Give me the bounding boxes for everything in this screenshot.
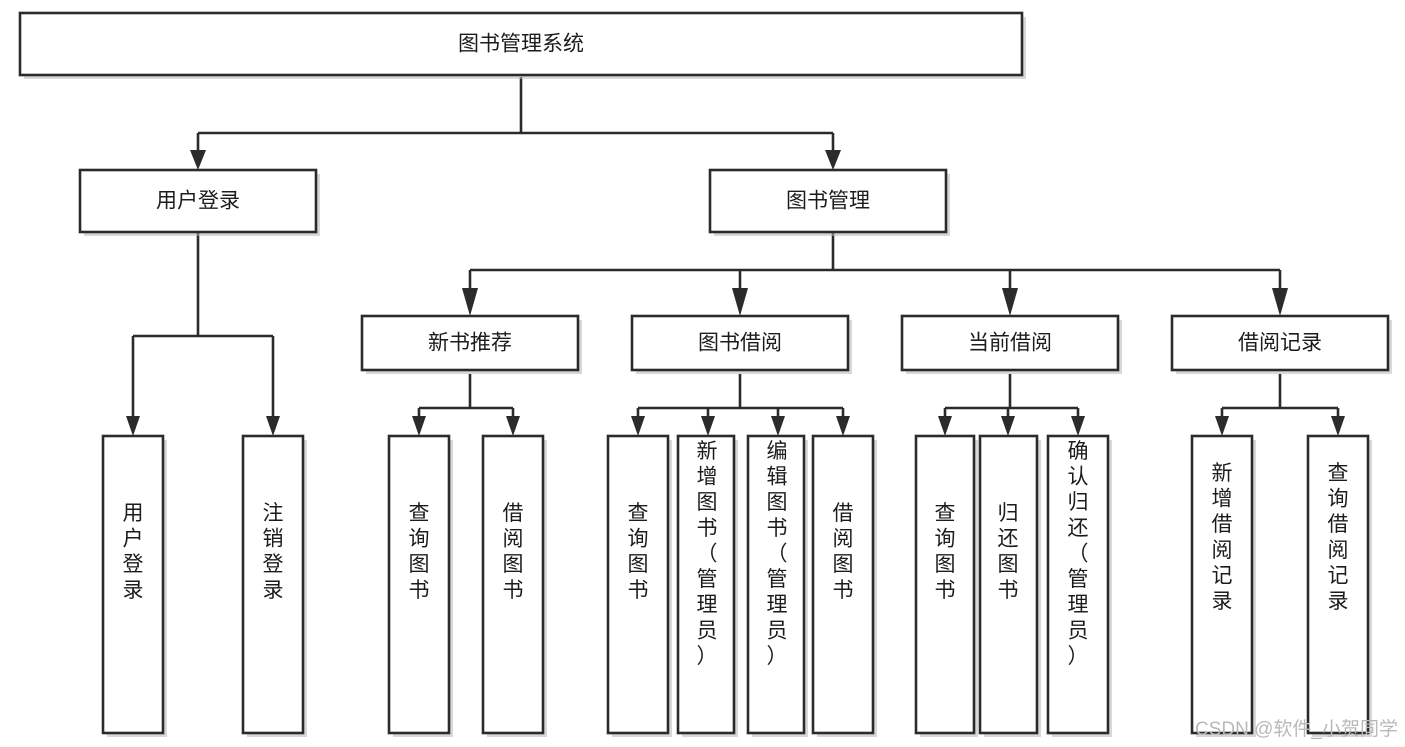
arrow-head-leaf-query-record (1331, 416, 1345, 436)
node-user-login[interactable]: 用户登录 (78, 168, 320, 236)
node-leaf-edit-book-box[interactable] (746, 434, 806, 735)
watermark: CSDN @软件_小贺同学 (1195, 718, 1398, 740)
node-leaf-borrow-book-1-box[interactable] (481, 434, 545, 735)
node-leaf-query-book-1-box[interactable] (387, 434, 451, 735)
node-leaf-return-book-box[interactable] (978, 434, 1039, 735)
node-book-manage[interactable]: 图书管理 (708, 168, 950, 236)
connector-group-root (190, 77, 841, 170)
node-leaf-user-login[interactable]: 用户登录 (101, 434, 167, 737)
arrow-head-new-book-rec (462, 288, 478, 316)
node-leaf-user-logout[interactable]: 注销登录 (241, 434, 307, 737)
arrow-head-leaf-user-logout (266, 416, 280, 436)
node-leaf-confirm-return-box[interactable] (1046, 434, 1110, 735)
node-leaf-borrow-book-1-label: 借阅图书 (503, 502, 524, 602)
arrow-head-user-login (190, 150, 206, 170)
node-leaf-user-login-label: 用户登录 (123, 502, 144, 602)
node-borrow-record-box[interactable] (1170, 314, 1390, 372)
arrow-head-borrow-record (1272, 288, 1288, 316)
node-leaf-return-book-label: 归还图书 (998, 502, 1019, 602)
node-leaf-borrow-book-1[interactable]: 借阅图书 (481, 434, 547, 737)
node-new-book-rec-box[interactable] (360, 314, 580, 372)
node-leaf-user-login-box[interactable] (101, 434, 165, 735)
node-leaf-edit-book-label: 编辑图书（管理员） (767, 440, 788, 668)
node-leaf-user-logout-label: 注销登录 (263, 502, 284, 602)
node-current-borrow-label: 当前借阅 (968, 332, 1052, 355)
arrow-head-leaf-confirm-return (1071, 416, 1085, 436)
node-leaf-query-book-3-box[interactable] (914, 434, 976, 735)
node-book-manage-label: 图书管理 (786, 190, 870, 213)
arrow-head-current-borrow (1002, 288, 1018, 316)
node-leaf-query-book-1[interactable]: 查询图书 (387, 434, 453, 737)
node-leaf-add-record-label: 新增借阅记录 (1212, 462, 1233, 613)
node-root-label: 图书管理系统 (458, 33, 584, 56)
connector-group-new-book-rec (412, 374, 520, 436)
node-leaf-query-book-2-label: 查询图书 (628, 502, 649, 602)
node-leaf-return-book[interactable]: 归还图书 (978, 434, 1041, 737)
arrow-head-leaf-query-book-3 (938, 416, 952, 436)
node-leaf-add-book[interactable]: 新增图书（管理员） (676, 434, 738, 737)
node-leaf-borrow-book-2[interactable]: 借阅图书 (811, 434, 877, 737)
arrow-head-leaf-user-login (126, 416, 140, 436)
node-leaf-borrow-book-2-label: 借阅图书 (833, 502, 854, 602)
arrow-head-book-manage (825, 150, 841, 170)
node-leaf-confirm-return-label: 确认归还（管理员） (1068, 440, 1089, 668)
connector-group-book-manage (462, 232, 1288, 316)
node-book-borrow-label: 图书借阅 (698, 332, 782, 355)
node-current-borrow[interactable]: 当前借阅 (900, 314, 1122, 374)
node-user-login-box[interactable] (78, 168, 318, 234)
node-leaf-edit-book[interactable]: 编辑图书（管理员） (746, 434, 808, 737)
node-leaf-borrow-book-2-box[interactable] (811, 434, 875, 735)
connector-group-borrow-record (1215, 374, 1345, 436)
arrow-head-leaf-add-book (701, 416, 715, 436)
node-leaf-query-book-1-label: 查询图书 (409, 502, 430, 602)
node-new-book-rec-label: 新书推荐 (428, 332, 512, 355)
node-leaf-query-book-2[interactable]: 查询图书 (606, 434, 672, 737)
connector-group-current-borrow (938, 374, 1085, 436)
node-book-borrow[interactable]: 图书借阅 (630, 314, 852, 374)
node-book-borrow-box[interactable] (630, 314, 850, 372)
node-leaf-query-book-3[interactable]: 查询图书 (914, 434, 978, 737)
node-root[interactable]: 图书管理系统 (18, 11, 1026, 79)
node-leaf-add-book-label: 新增图书（管理员） (697, 440, 718, 668)
node-leaf-query-record-box[interactable] (1306, 434, 1370, 735)
node-leaf-query-record[interactable]: 查询借阅记录 (1306, 434, 1372, 737)
node-leaf-confirm-return[interactable]: 确认归还（管理员） (1046, 434, 1112, 737)
arrow-head-leaf-add-record (1215, 416, 1229, 436)
node-user-login-label: 用户登录 (156, 190, 240, 213)
node-leaf-add-record-box[interactable] (1190, 434, 1254, 735)
node-borrow-record-label: 借阅记录 (1238, 332, 1322, 355)
connector-group-book-borrow (631, 374, 850, 436)
connector-group-user-login (126, 232, 280, 436)
node-leaf-add-book-box[interactable] (676, 434, 736, 735)
node-root-box[interactable] (18, 11, 1024, 77)
node-leaf-query-book-2-box[interactable] (606, 434, 670, 735)
node-leaf-query-record-label: 查询借阅记录 (1328, 462, 1349, 613)
arrow-head-leaf-borrow-book-1 (506, 416, 520, 436)
node-leaf-user-logout-box[interactable] (241, 434, 305, 735)
arrow-head-leaf-query-book-1 (412, 416, 426, 436)
node-new-book-rec[interactable]: 新书推荐 (360, 314, 582, 374)
node-book-manage-box[interactable] (708, 168, 948, 234)
node-leaf-add-record[interactable]: 新增借阅记录 (1190, 434, 1256, 737)
arrow-head-leaf-edit-book (771, 416, 785, 436)
node-borrow-record[interactable]: 借阅记录 (1170, 314, 1392, 374)
node-leaf-query-book-3-label: 查询图书 (935, 502, 956, 602)
arrow-head-leaf-query-book-2 (631, 416, 645, 436)
node-current-borrow-box[interactable] (900, 314, 1120, 372)
arrow-head-book-borrow (732, 288, 748, 316)
arrow-head-leaf-return-book (1001, 416, 1015, 436)
arrow-head-leaf-borrow-book-2 (836, 416, 850, 436)
